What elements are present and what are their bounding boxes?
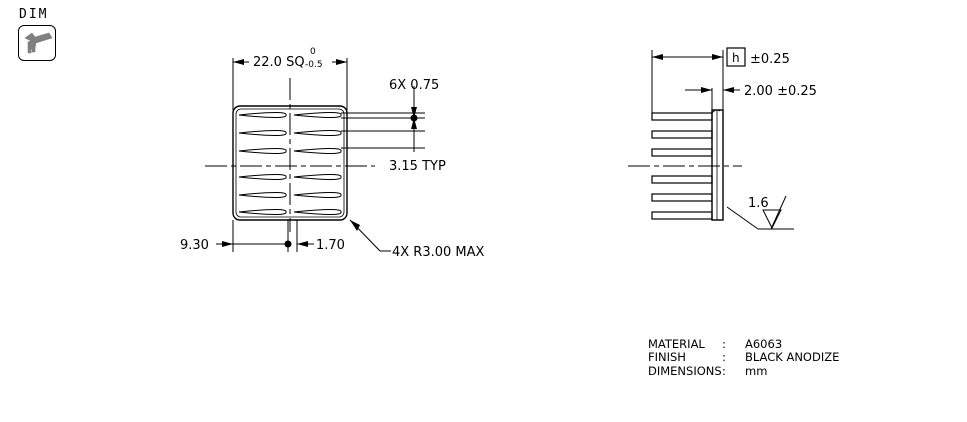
height-symbol-box bbox=[726, 47, 746, 67]
base-thickness-label: 2.00 ±0.25 bbox=[744, 84, 817, 99]
center-offset-label: 1.70 bbox=[316, 238, 345, 253]
side-view: h ±0.25 2.00 ±0.25 bbox=[628, 47, 817, 230]
fin-pitch-label: 6X 0.75 bbox=[389, 78, 439, 93]
height-dimension-line bbox=[652, 54, 723, 60]
left-offset-dimension bbox=[216, 240, 292, 248]
surface-finish-symbol bbox=[726, 195, 794, 230]
height-symbol-label: h bbox=[732, 51, 740, 65]
side-view-fins bbox=[651, 112, 713, 220]
top-view: 22.0 SQ 0 -0.5 bbox=[180, 47, 485, 260]
side-view-base-plate bbox=[711, 109, 724, 221]
fin-pitch-dimension bbox=[410, 86, 418, 152]
caliper-icon bbox=[24, 32, 53, 54]
corner-radius-label: 4X R3.00 MAX bbox=[392, 245, 485, 260]
notes-row-1-separator: : bbox=[722, 350, 726, 364]
notes-row-0-value: A6063 bbox=[745, 337, 782, 351]
dim-badge-box bbox=[18, 25, 56, 61]
top-view-fins bbox=[238, 112, 342, 215]
notes-row-2-label: DIMENSIONS bbox=[648, 364, 722, 378]
width-tolerance-upper: 0 bbox=[310, 47, 316, 57]
notes-row-0-separator: : bbox=[722, 337, 726, 351]
left-offset-label: 9.30 bbox=[180, 238, 209, 253]
fin-spacing-label: 3.15 TYP bbox=[389, 159, 446, 174]
width-dimension-line bbox=[233, 59, 347, 65]
dim-badge-label: DIM bbox=[19, 7, 49, 22]
base-thickness-dimension bbox=[685, 87, 740, 93]
notes-row-1-label: FINISH bbox=[648, 350, 686, 364]
notes-row-2-separator: : bbox=[722, 364, 726, 378]
height-tolerance-label: ±0.25 bbox=[750, 52, 790, 67]
notes-row-1-value: BLACK ANODIZE bbox=[745, 350, 839, 364]
width-tolerance-lower: -0.5 bbox=[305, 60, 323, 70]
notes-row-0-label: MATERIAL bbox=[648, 337, 705, 351]
width-dimension-label: 22.0 SQ bbox=[253, 55, 305, 70]
dim-badge[interactable]: DIM bbox=[18, 8, 70, 64]
notes-table: MATERIAL : A6063 FINISH : BLACK ANODIZE … bbox=[648, 337, 839, 378]
side-view-base-chamfer bbox=[711, 109, 721, 114]
center-offset-dimension bbox=[297, 241, 314, 247]
corner-radius-leader bbox=[349, 219, 391, 252]
top-view-extension-lines bbox=[232, 58, 348, 110]
notes-row-2-value: mm bbox=[745, 364, 767, 378]
surface-finish-label: 1.6 bbox=[748, 196, 769, 211]
